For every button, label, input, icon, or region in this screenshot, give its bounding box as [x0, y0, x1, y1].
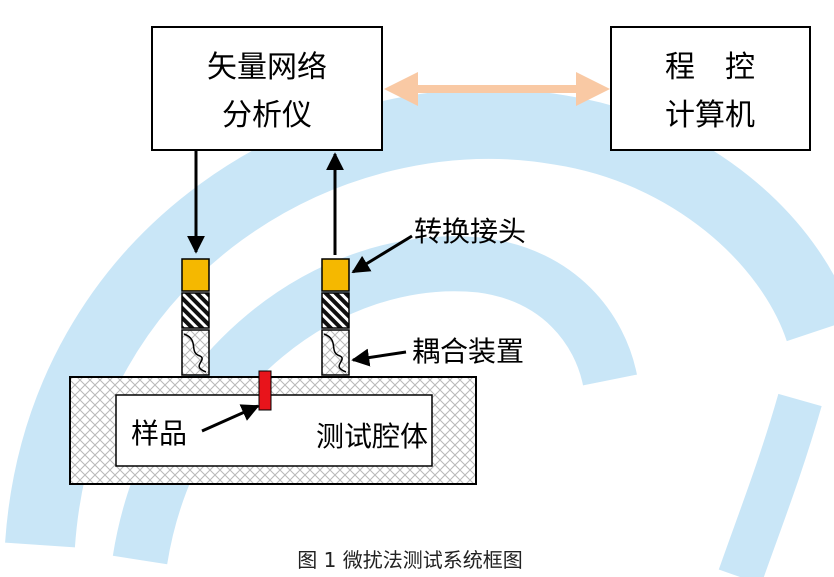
- vna-label-line1: 矢量网络: [207, 50, 327, 85]
- right-adapter: [321, 258, 350, 292]
- left-adapter: [181, 258, 210, 292]
- watermark-arc-outer: [5, 88, 834, 548]
- coupler-callout-arrow: [351, 348, 407, 367]
- vna-label-line2: 分析仪: [222, 98, 312, 133]
- left-cable-segment: [181, 292, 210, 329]
- right-port-stack: [321, 258, 350, 376]
- test-cavity: 测试腔体 样品: [69, 376, 477, 485]
- sample-rod: [258, 370, 272, 411]
- computer-label-line2: 计算机: [665, 98, 755, 133]
- sample-label: 样品: [131, 417, 187, 450]
- bidirectional-link-arrow: [384, 72, 610, 106]
- adapter-callout-arrow: [351, 234, 413, 274]
- vna-block: 矢量网络 分析仪: [151, 26, 383, 151]
- coupler-label: 耦合装置: [412, 335, 524, 368]
- computer-block: 程 控 计算机: [610, 26, 811, 151]
- adapter-label: 转换接头: [414, 215, 526, 248]
- cavity-label: 测试腔体: [316, 420, 428, 453]
- sample-callout-arrow: [201, 404, 260, 433]
- cavity-inner-chamber: [115, 394, 433, 467]
- figure-caption: 图 1 微扰法测试系统框图: [297, 548, 522, 572]
- computer-label-line1: 程 控: [665, 50, 755, 85]
- watermark-stroke-right: [718, 393, 822, 577]
- right-cable-segment: [321, 292, 350, 329]
- left-port-stack: [181, 258, 210, 376]
